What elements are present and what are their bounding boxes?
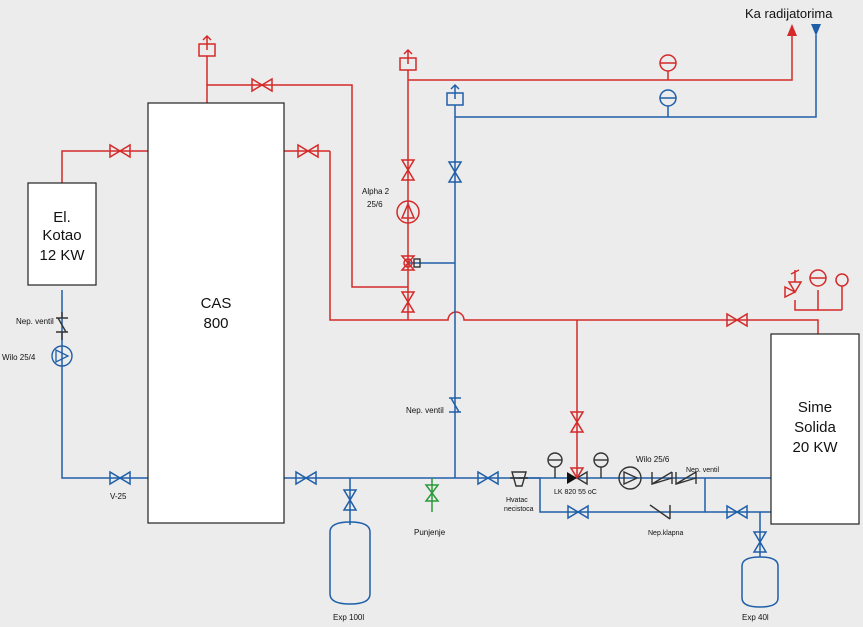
svg-text:800: 800 [203, 315, 228, 332]
pump-icon [51, 200, 642, 490]
strainer-label-1: Hvatac [506, 497, 528, 504]
pump-boiler-label: Wilo 25/4 [2, 353, 36, 362]
svg-text:Kotao: Kotao [42, 227, 81, 244]
pump-alpha-label-2: 25/6 [367, 200, 383, 209]
svg-text:Sime: Sime [798, 399, 832, 416]
hot-pipes [61, 35, 819, 478]
check-valve-right-label: Nep. ventil [686, 467, 720, 474]
exp-40-label: Exp 40l [742, 613, 769, 622]
svg-text:12 KW: 12 KW [39, 247, 85, 264]
arrow-down-icon [811, 24, 821, 36]
radiators-label: Ka radijatorima [745, 6, 833, 21]
check-flap-label: Nep.klapna [648, 530, 684, 537]
check-valve-icon [56, 312, 697, 520]
safety-valve-icon [784, 269, 803, 299]
svg-text:El.: El. [53, 209, 71, 226]
mixing-valve-label: LK 820 55 oC [554, 489, 597, 496]
three-way-valve-icon [400, 255, 421, 271]
svg-text:Solida: Solida [794, 419, 836, 436]
strainer-label-2: necistoca [504, 506, 534, 513]
svg-text:CAS: CAS [201, 295, 232, 312]
solid-fuel-boiler: Sime Solida 20 KW [770, 333, 860, 525]
tank-cas-800: CAS 800 [147, 102, 285, 524]
check-valve-mid-label: Nep. ventil [406, 406, 444, 415]
fill-valve-label: Punjenje [414, 528, 446, 537]
exp-100-label: Exp 100l [333, 613, 364, 622]
expansion-tank-icon [329, 521, 779, 608]
pump-wilo-256-label: Wilo 25/6 [636, 455, 670, 464]
strainer-icon [510, 471, 528, 487]
check-valve-boiler-label: Nep. ventil [16, 317, 54, 326]
pump-alpha-label-1: Alpha 2 [362, 187, 390, 196]
arrow-up-icon [787, 24, 797, 36]
thermometer-icon [547, 54, 849, 478]
svg-text:20 KW: 20 KW [792, 439, 838, 456]
valve-v25-label: V-25 [110, 492, 127, 501]
gate-valve-icon [109, 77, 768, 553]
fill-pipe [424, 478, 440, 512]
mixing-valve-icon [567, 467, 588, 486]
air-vent-icon [198, 34, 464, 106]
electric-boiler: El. Kotao 12 KW [27, 182, 97, 286]
